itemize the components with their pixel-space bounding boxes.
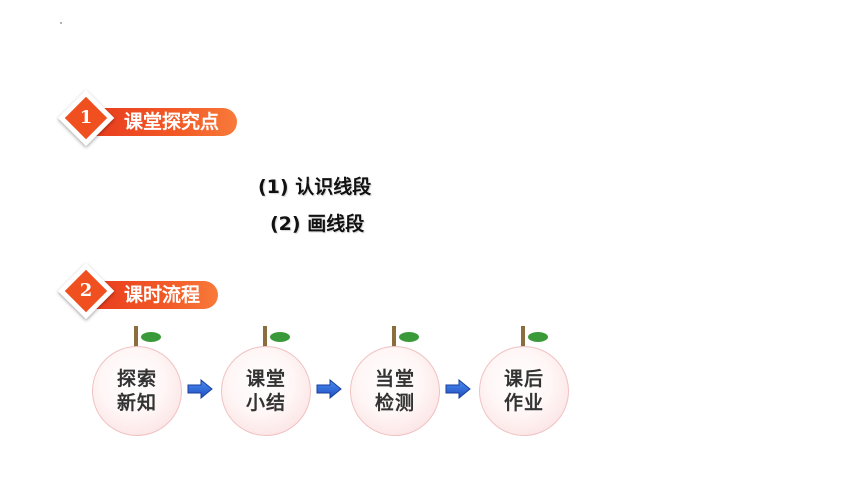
stem-icon: [392, 326, 396, 348]
section-2-title: 课时流程: [90, 281, 219, 309]
flow-ball: 探索新知: [92, 346, 182, 436]
flow-ball: 课堂小结: [221, 346, 311, 436]
flow-ball: 课后作业: [479, 346, 569, 436]
corner-dot: [60, 22, 62, 24]
flow-step-label: 当堂检测: [374, 368, 415, 414]
section-1-number: 1: [79, 107, 93, 128]
flow-step-explore: 探索新知: [92, 326, 184, 436]
leaf-icon: [528, 332, 548, 342]
arrow-right-icon: [187, 379, 213, 399]
leaf-icon: [141, 332, 161, 342]
stem-icon: [134, 326, 138, 348]
flow-step-label: 探索新知: [116, 368, 157, 414]
goal-item-2: (2) 画线段: [270, 213, 365, 235]
leaf-icon: [270, 332, 290, 342]
leaf-icon: [399, 332, 419, 342]
arrow-right-icon: [316, 379, 342, 399]
flow-step-test: 当堂检测: [350, 326, 442, 436]
flow-step-summary: 课堂小结: [221, 326, 313, 436]
section-1-title: 课堂探究点: [90, 108, 238, 136]
section-2-number: 2: [79, 280, 93, 301]
stem-icon: [521, 326, 525, 348]
flow-step-homework: 课后作业: [479, 326, 571, 436]
flow-step-label: 课后作业: [503, 368, 544, 414]
flow-ball: 当堂检测: [350, 346, 440, 436]
goal-item-1: (1) 认识线段: [258, 176, 372, 198]
stem-icon: [263, 326, 267, 348]
arrow-right-icon: [445, 379, 471, 399]
flow-step-label: 课堂小结: [245, 368, 286, 414]
